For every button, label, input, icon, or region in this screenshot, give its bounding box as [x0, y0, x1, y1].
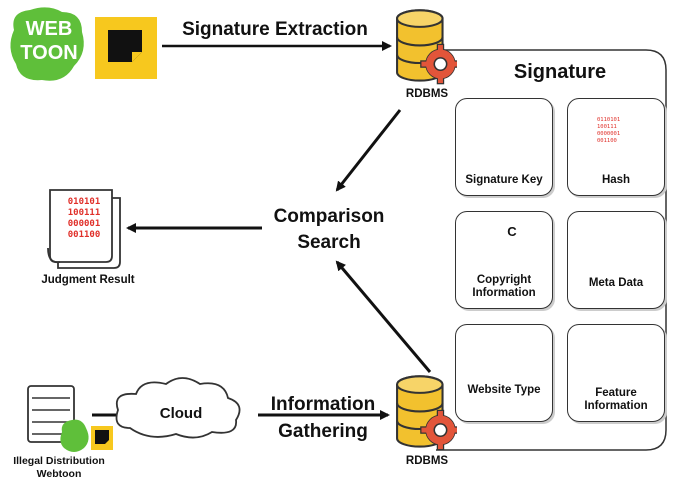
webtoon-logo-text-2: TOON [20, 42, 78, 64]
result-line: 100111 [67, 208, 101, 218]
card-meta-data: Meta Data [567, 211, 665, 309]
information-gathering-label-1: Information [270, 394, 376, 415]
hash-line: 100111 [597, 124, 617, 130]
card-feature-label: Feature Information [584, 387, 648, 412]
cloud-label: Cloud [159, 405, 203, 422]
database-icon-bottom [396, 375, 457, 451]
information-gathering-label-2: Gathering [278, 421, 368, 442]
hash-line: 001100 [597, 138, 617, 144]
hash-line: 0110101 [597, 117, 621, 123]
card-hash: Hash [567, 98, 665, 196]
db-to-comparison-arrow [335, 109, 402, 192]
judgment-result-label: Judgment Result [41, 274, 135, 286]
webtoon-logo [10, 7, 84, 81]
card-signature-key-label: Signature Key [465, 174, 543, 186]
yellow-logo [95, 17, 157, 79]
db-to-comparison-arrow-2 [335, 260, 432, 373]
card-feature-information: Feature Information [567, 324, 665, 422]
signature-panel-border [436, 49, 667, 451]
hash-line: 0000001 [597, 131, 621, 137]
signature-title: Signature [513, 61, 607, 83]
card-website-type: Website Type [455, 324, 553, 422]
card-meta-data-label: Meta Data [588, 277, 644, 289]
webtoon-logo-text-1: WEB [25, 18, 73, 40]
result-line: 000001 [67, 219, 101, 229]
illegal-distribution-label-1: Illegal Distribution [13, 455, 105, 467]
result-binary-lines: 010101 100111 000001 001100 [62, 197, 106, 241]
card-copyright-label: Copyright Information [472, 274, 536, 299]
copyright-symbol-icon: C [507, 224, 517, 239]
small-webtoon-logo [60, 419, 89, 452]
card-website-type-label: Website Type [467, 384, 541, 396]
comparison-label-1: Comparison [273, 206, 385, 227]
signature-extraction-label: Signature Extraction [182, 19, 368, 40]
comparison-label-2: Search [297, 232, 361, 253]
result-line: 010101 [67, 197, 101, 207]
rdbms-top-label: RDBMS [405, 88, 449, 100]
judgment-result-icon [47, 189, 121, 269]
card-signature-key: Signature Key [455, 98, 553, 196]
card-copyright-information: Copyright Information [455, 211, 553, 309]
hash-binary-lines: 0110101 100111 0000001 001100 [597, 117, 629, 145]
illegal-distribution-label-2: Webtoon [36, 468, 82, 480]
result-line: 001100 [67, 230, 101, 240]
cloud-shape [115, 377, 241, 439]
card-hash-label: Hash [601, 174, 631, 186]
small-yellow-logo [91, 426, 113, 450]
rdbms-bottom-label: RDBMS [405, 455, 449, 467]
database-icon [396, 9, 457, 85]
